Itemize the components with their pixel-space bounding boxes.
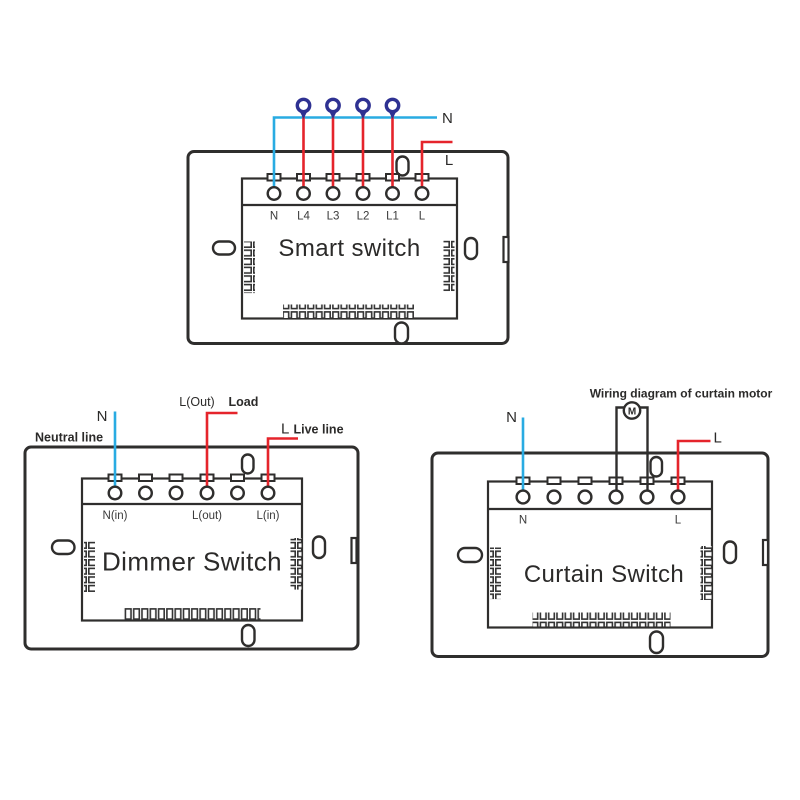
smart-switch-diagram: N L4 L3 L2 L1 L Smart switch N L (186, 97, 510, 345)
switch-module (486, 480, 714, 629)
terminal-label: L3 (327, 211, 340, 223)
curtain-switch-diagram: M N L Curtain Switch Wiring diagram of c… (430, 387, 773, 658)
terminal (325, 185, 341, 201)
connector-pins (490, 547, 501, 600)
load-wire (205, 411, 238, 491)
switch-module (240, 177, 459, 320)
motor-label: M (628, 406, 636, 417)
terminal (385, 185, 401, 201)
terminal-label: L(in) (256, 510, 279, 522)
screw-hole (649, 455, 664, 478)
wire-connector-icon (325, 97, 341, 119)
connector-pins (84, 540, 95, 593)
wire-connector-icon (295, 97, 312, 119)
live-wire (266, 437, 298, 491)
terminal-slot (230, 473, 245, 482)
terminal (168, 485, 184, 501)
terminal-label: L4 (297, 211, 310, 223)
terminal (199, 485, 215, 501)
terminal-slot (138, 473, 153, 482)
terminal (515, 489, 531, 505)
switch-module (80, 477, 304, 622)
screw-hole (240, 623, 256, 648)
connector-pins (290, 538, 302, 590)
side-notch (761, 538, 770, 567)
switch-title: Curtain Switch (524, 561, 684, 588)
side-notch (502, 235, 510, 264)
terminal (546, 489, 562, 505)
live-wire-label: L (281, 421, 289, 438)
screw-hole (393, 321, 410, 345)
screw-hole (456, 546, 484, 564)
side-notch (350, 536, 358, 565)
terminal-label: N (270, 211, 278, 223)
load-wire-label: L(Out) (179, 395, 214, 409)
terminal-label: L(out) (192, 510, 222, 522)
connector-pins (700, 546, 712, 600)
terminal (296, 185, 312, 201)
terminal-slot (577, 476, 593, 485)
screw-hole (50, 539, 76, 556)
terminal-label: N (519, 515, 527, 527)
terminal (577, 489, 593, 505)
connector-pins (443, 240, 455, 292)
terminal (260, 485, 276, 501)
live-wire-label: L (714, 430, 722, 447)
load-label: Load (229, 395, 259, 409)
connector-pins (123, 607, 261, 621)
terminal-label: L2 (357, 211, 370, 223)
neutral-wire-label: N (97, 408, 108, 425)
wire-connector-icon (384, 97, 401, 119)
terminal (137, 485, 153, 501)
wire-connector-icon (355, 97, 371, 119)
terminal (355, 185, 371, 201)
screw-hole (240, 453, 255, 475)
switch-title: Smart switch (278, 235, 420, 262)
terminal-slot (168, 473, 184, 482)
terminal (229, 485, 245, 501)
live-wire (420, 140, 453, 192)
neutral-wire-label: N (442, 110, 453, 127)
screw-hole (722, 540, 738, 565)
neutral-wire (272, 116, 437, 192)
terminal (414, 185, 430, 201)
connector-pins (244, 241, 255, 294)
live-wire (676, 439, 711, 494)
screw-hole (311, 535, 327, 560)
terminal (266, 185, 282, 201)
neutral-line-label: Neutral line (35, 431, 103, 445)
terminal-label: L (675, 515, 682, 527)
terminal-label: L1 (386, 211, 399, 223)
live-line-label: Live line (294, 423, 344, 437)
motor-icon: M (622, 401, 642, 420)
screw-hole (463, 236, 479, 261)
terminal-label: N(in) (103, 510, 128, 522)
terminal (107, 485, 123, 501)
terminal-label: L (419, 211, 426, 223)
switch-title: Dimmer Switch (102, 547, 282, 577)
connector-pins (532, 612, 671, 627)
screw-hole (648, 630, 665, 655)
terminal-slot (546, 476, 562, 485)
screw-hole (211, 240, 237, 256)
terminal (608, 489, 624, 505)
neutral-wire-label: N (506, 409, 517, 426)
live-wire-label: L (445, 152, 453, 169)
screw-hole (395, 155, 410, 177)
connector-pins (283, 304, 414, 318)
dimmer-switch-diagram: N(in) L(out) L(in) Dimmer Switch N Neutr… (23, 395, 360, 651)
terminal (670, 489, 686, 505)
curtain-motor-heading: Wiring diagram of curtain motor (590, 387, 773, 401)
terminal (639, 489, 655, 505)
